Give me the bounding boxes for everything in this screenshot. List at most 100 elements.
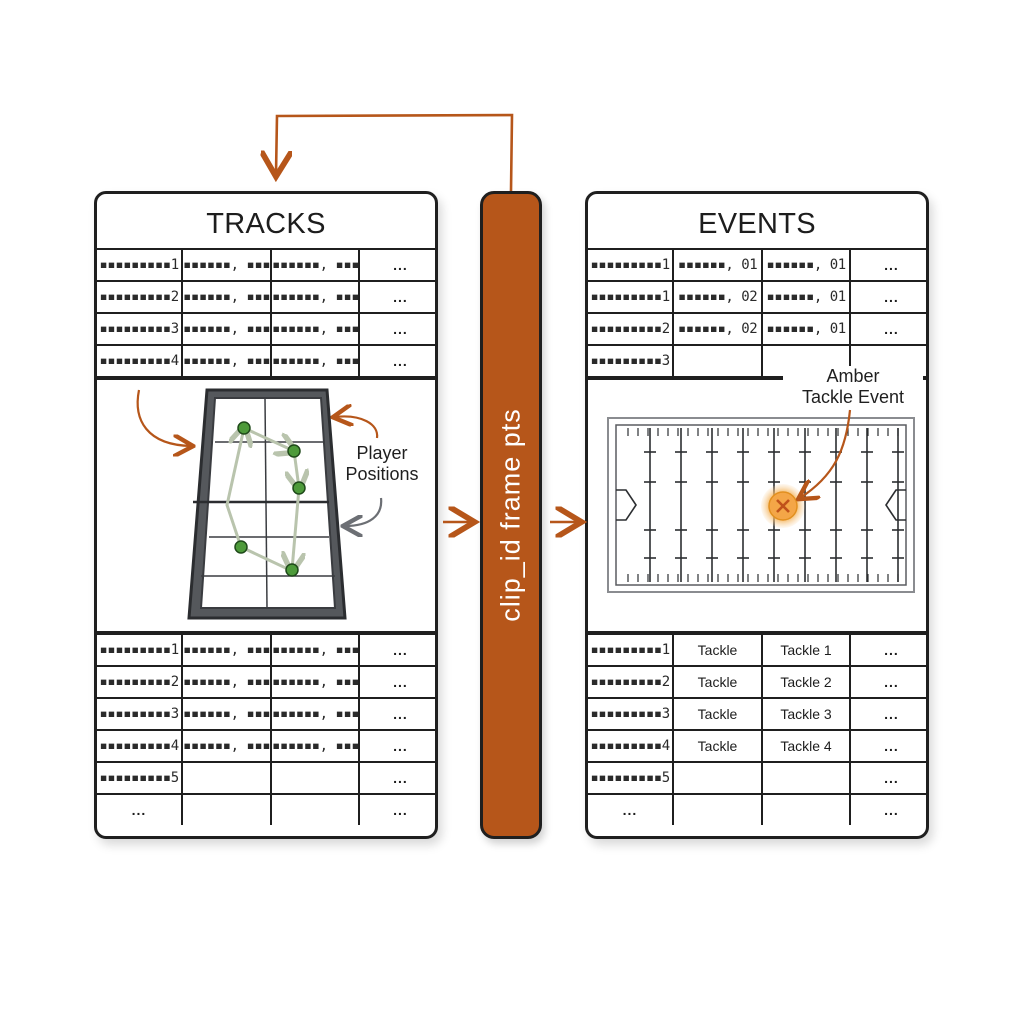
table-cell: ... [588,793,674,825]
amber-tackle-text: Amber Tackle Event [801,366,905,407]
table-cell: ▪▪▪▪▪▪, ▪▪▪ [181,665,272,699]
table-cell: Tackle 3 [761,697,851,731]
table-cell: ... [358,633,435,667]
table-cell: ... [849,312,926,346]
table-cell: ▪▪▪▪▪▪▪▪▪4 [588,729,674,763]
events-table-panel: EVENTS ▪▪▪▪▪▪▪▪▪1▪▪▪▪▪▪, 01▪▪▪▪▪▪, 01...… [585,191,929,839]
tracks-bottom-rows: ▪▪▪▪▪▪▪▪▪1▪▪▪▪▪▪, ▪▪▪▪▪▪▪▪▪, ▪▪▪...▪▪▪▪▪… [97,633,435,825]
player-markers [234,421,306,577]
table-cell: ... [849,633,926,667]
court-diagram [136,388,383,620]
table-cell: ▪▪▪▪▪▪▪▪▪5 [97,761,183,795]
table-cell: ... [358,793,435,825]
table-cell: ▪▪▪▪▪▪▪▪▪3 [588,344,674,378]
player-marker [292,481,306,495]
table-cell: ▪▪▪▪▪▪▪▪▪1 [97,633,183,667]
table-cell: ... [358,697,435,731]
table-cell: ▪▪▪▪▪▪▪▪▪4 [97,344,183,378]
table-cell: ▪▪▪▪▪▪, ▪▪▪ [181,312,272,346]
table-cell: Tackle 4 [761,729,851,763]
table-cell: ▪▪▪▪▪▪▪▪▪1 [97,250,183,282]
table-row: ▪▪▪▪▪▪▪▪▪1▪▪▪▪▪▪, 01▪▪▪▪▪▪, 01... [588,250,926,282]
amber-tackle-callout: Amber Tackle Event [783,366,923,408]
events-title: EVENTS [588,194,926,250]
field-outer [607,417,915,593]
callout-arrow-upper [335,416,379,439]
table-cell: ... [849,280,926,314]
player-marker [285,563,299,577]
table-row: ...... [588,793,926,825]
table-cell: ▪▪▪▪▪▪, 02 [672,280,763,314]
table-cell: ▪▪▪▪▪▪, ▪▪▪ [270,633,360,667]
event-callout-arrow [800,409,852,498]
table-cell: ▪▪▪▪▪▪, ▪▪▪ [181,344,272,378]
table-cell: ... [849,665,926,699]
feedback-loop-arrow [276,113,514,192]
table-cell [181,761,272,795]
table-cell: ▪▪▪▪▪▪, ▪▪▪ [181,633,272,667]
table-cell: Tackle 1 [761,633,851,667]
table-cell: ▪▪▪▪▪▪, ▪▪▪ [270,729,360,763]
events-top-rows: ▪▪▪▪▪▪▪▪▪1▪▪▪▪▪▪, 01▪▪▪▪▪▪, 01...▪▪▪▪▪▪▪… [588,250,926,378]
table-cell: ... [358,250,435,282]
table-cell: ... [849,250,926,282]
table-cell: ▪▪▪▪▪▪▪▪▪1 [588,250,674,282]
table-cell: ... [849,761,926,795]
goal-post-right [885,489,906,521]
table-cell: ▪▪▪▪▪▪, ▪▪▪ [270,697,360,731]
table-cell: ▪▪▪▪▪▪▪▪▪1 [588,633,674,667]
goal-post-left [616,489,637,521]
table-cell: Tackle [672,729,763,763]
table-cell: ... [849,793,926,825]
join-key-bar: clip_id frame pts [480,191,542,839]
table-cell [761,793,851,825]
table-cell: ▪▪▪▪▪▪▪▪▪2 [588,665,674,699]
table-row: ▪▪▪▪▪▪▪▪▪4▪▪▪▪▪▪, ▪▪▪▪▪▪▪▪▪, ▪▪▪... [97,729,435,763]
table-cell: ... [358,665,435,699]
table-cell: ▪▪▪▪▪▪▪▪▪2 [97,665,183,699]
player-trajectories [225,428,299,570]
table-cell [672,344,763,378]
table-cell: ... [358,312,435,346]
table-row: ▪▪▪▪▪▪▪▪▪5... [588,761,926,795]
table-cell: ... [358,280,435,314]
tracks-court-figure: Player Positions [97,378,435,633]
table-cell: ▪▪▪▪▪▪, 01 [761,280,851,314]
table-cell: ▪▪▪▪▪▪▪▪▪1 [588,280,674,314]
tracks-table-panel: TRACKS ▪▪▪▪▪▪▪▪▪1▪▪▪▪▪▪, ▪▪▪▪▪▪▪▪▪, ▪▪▪.… [94,191,438,839]
table-cell: ▪▪▪▪▪▪, ▪▪▪ [270,665,360,699]
join-key-label: clip_id frame pts [495,408,526,622]
table-cell: ▪▪▪▪▪▪▪▪▪4 [97,729,183,763]
table-cell: ... [358,761,435,795]
incoming-arrow [136,389,191,446]
table-cell [672,761,763,795]
table-cell: ▪▪▪▪▪▪▪▪▪3 [588,697,674,731]
table-cell: ▪▪▪▪▪▪▪▪▪3 [97,697,183,731]
table-cell: Tackle [672,697,763,731]
player-positions-callout: Player Positions [333,443,431,485]
table-cell [672,793,763,825]
table-cell: ... [849,697,926,731]
table-row: ▪▪▪▪▪▪▪▪▪3▪▪▪▪▪▪, ▪▪▪▪▪▪▪▪▪, ▪▪▪... [97,312,435,346]
table-row: ▪▪▪▪▪▪▪▪▪1▪▪▪▪▪▪, ▪▪▪▪▪▪▪▪▪, ▪▪▪... [97,633,435,667]
table-cell [181,793,272,825]
table-cell: ▪▪▪▪▪▪, 01 [761,312,851,346]
table-cell: ... [358,344,435,378]
table-cell: ... [358,729,435,763]
events-field-figure: Amber Tackle Event [588,366,926,633]
yard-lines [627,428,904,582]
table-cell: ▪▪▪▪▪▪▪▪▪5 [588,761,674,795]
field-diagram [607,409,915,593]
table-cell: ▪▪▪▪▪▪▪▪▪2 [97,280,183,314]
table-cell: ▪▪▪▪▪▪▪▪▪3 [97,312,183,346]
table-cell: ▪▪▪▪▪▪, ▪▪▪ [181,697,272,731]
table-row: ▪▪▪▪▪▪▪▪▪2▪▪▪▪▪▪, ▪▪▪▪▪▪▪▪▪, ▪▪▪... [97,665,435,699]
table-row: ▪▪▪▪▪▪▪▪▪5... [97,761,435,795]
player-marker [234,540,248,554]
table-row: ▪▪▪▪▪▪▪▪▪4▪▪▪▪▪▪, ▪▪▪▪▪▪▪▪▪, ▪▪▪... [97,344,435,378]
